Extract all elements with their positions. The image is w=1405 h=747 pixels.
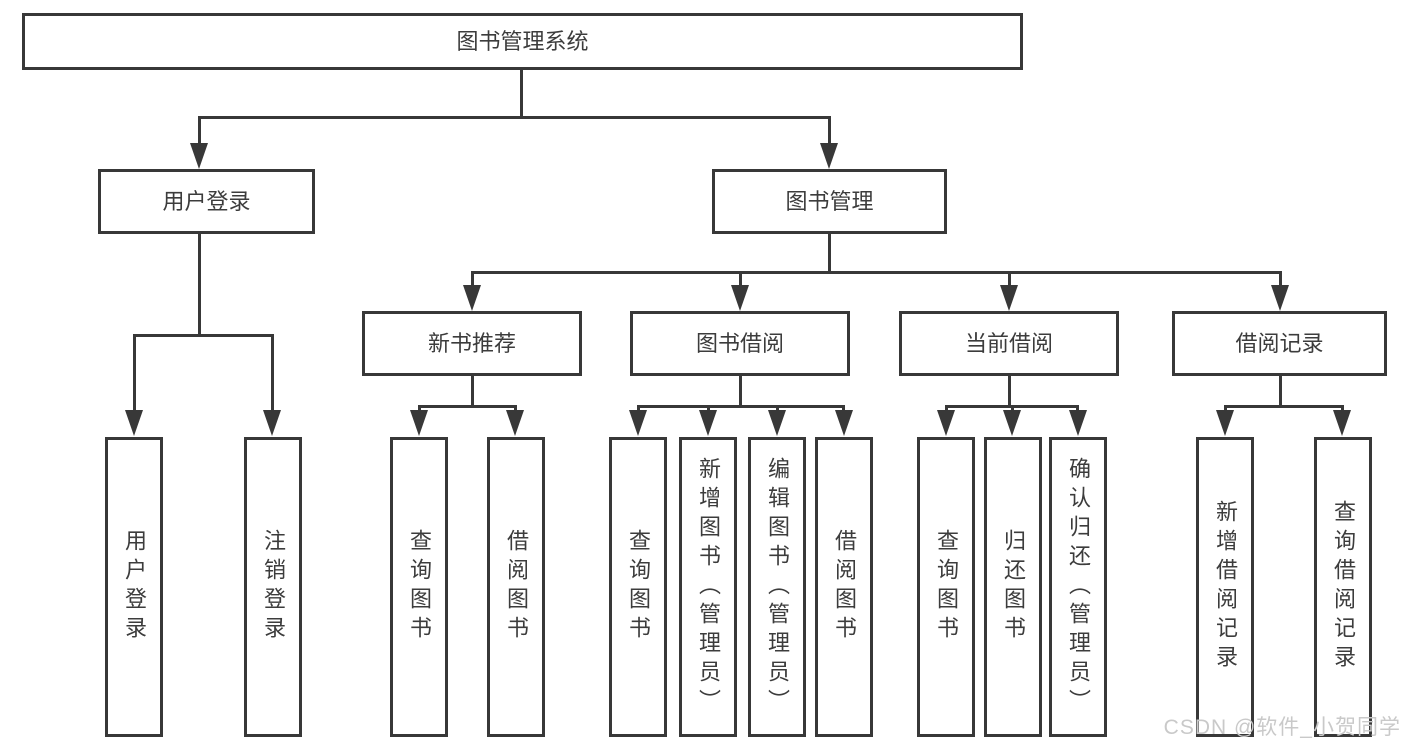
connector-line <box>637 405 640 413</box>
connector-line <box>471 271 1281 274</box>
arrow-down-icon <box>1000 285 1018 311</box>
connector-line <box>945 405 948 413</box>
node-leaf-logout: 注销登录 <box>244 437 302 737</box>
node-leaf-logout-label: 注销登录 <box>261 529 286 645</box>
connector-line <box>842 405 845 413</box>
node-leaf-recommend-query-books-label: 查询图书 <box>407 529 432 645</box>
arrow-down-icon <box>1333 410 1351 436</box>
node-book-borrowing-label: 图书借阅 <box>695 330 784 356</box>
connector-line <box>198 116 201 148</box>
arrow-down-icon <box>263 410 281 436</box>
node-leaf-confirm-return-admin-label: 确认归还（管理员） <box>1066 456 1091 718</box>
connector-line <box>637 405 845 408</box>
arrow-down-icon <box>125 410 143 436</box>
connector-line <box>418 405 421 413</box>
node-leaf-user-login-label: 用户登录 <box>122 529 147 645</box>
connector-line <box>1279 271 1282 289</box>
arrow-down-icon <box>463 285 481 311</box>
connector-line <box>828 116 831 148</box>
node-book-borrowing: 图书借阅 <box>630 311 850 376</box>
connector-line <box>776 405 779 413</box>
node-current-borrowing-label: 当前借阅 <box>964 330 1053 356</box>
connector-line <box>1279 376 1282 407</box>
node-leaf-current-query-books: 查询图书 <box>917 437 975 737</box>
node-leaf-edit-books-admin: 编辑图书（管理员） <box>748 437 806 737</box>
node-root: 图书管理系统 <box>22 13 1023 70</box>
node-leaf-add-books-admin-label: 新增图书（管理员） <box>696 456 721 718</box>
connector-line <box>514 405 517 413</box>
node-leaf-recommend-borrow-books: 借阅图书 <box>487 437 545 737</box>
arrow-down-icon <box>1216 410 1234 436</box>
node-borrow-records: 借阅记录 <box>1172 311 1387 376</box>
node-leaf-current-query-books-label: 查询图书 <box>934 529 959 645</box>
node-leaf-return-books: 归还图书 <box>984 437 1042 737</box>
node-book-management: 图书管理 <box>712 169 947 234</box>
connector-line <box>739 271 742 289</box>
node-leaf-return-books-label: 归还图书 <box>1001 529 1026 645</box>
arrow-down-icon <box>190 143 208 169</box>
arrow-down-icon <box>699 410 717 436</box>
node-current-borrowing: 当前借阅 <box>899 311 1119 376</box>
connector-line <box>707 405 710 413</box>
connector-line <box>198 116 830 119</box>
node-leaf-add-borrow-record: 新增借阅记录 <box>1196 437 1254 737</box>
node-new-book-recommend-label: 新书推荐 <box>427 330 516 356</box>
node-leaf-add-borrow-record-label: 新增借阅记录 <box>1213 500 1238 674</box>
node-leaf-borrowing-query-books: 查询图书 <box>609 437 667 737</box>
node-user-login: 用户登录 <box>98 169 315 234</box>
node-leaf-query-borrow-record: 查询借阅记录 <box>1314 437 1372 737</box>
connector-line <box>418 405 517 408</box>
connector-line <box>1011 405 1014 413</box>
connector-line <box>471 376 474 407</box>
connector-line <box>520 70 523 118</box>
node-root-label: 图书管理系统 <box>456 28 589 54</box>
arrow-down-icon <box>1003 410 1021 436</box>
connector-line <box>1341 405 1344 413</box>
node-new-book-recommend: 新书推荐 <box>362 311 582 376</box>
node-leaf-borrowing-borrow-books: 借阅图书 <box>815 437 873 737</box>
connector-line <box>1008 376 1011 407</box>
connector-line <box>198 234 201 336</box>
arrow-down-icon <box>835 410 853 436</box>
connector-line <box>1076 405 1079 413</box>
arrow-down-icon <box>1271 285 1289 311</box>
node-leaf-add-books-admin: 新增图书（管理员） <box>679 437 737 737</box>
arrow-down-icon <box>1069 410 1087 436</box>
node-leaf-user-login: 用户登录 <box>105 437 163 737</box>
arrow-down-icon <box>629 410 647 436</box>
connector-line <box>739 376 742 407</box>
connector-line <box>471 271 474 289</box>
connector-line <box>828 234 831 274</box>
arrow-down-icon <box>410 410 428 436</box>
node-borrow-records-label: 借阅记录 <box>1235 330 1324 356</box>
arrow-down-icon <box>820 143 838 169</box>
node-leaf-edit-books-admin-label: 编辑图书（管理员） <box>765 456 790 718</box>
connector-line <box>1008 271 1011 289</box>
connector-line <box>271 334 274 412</box>
connector-line <box>1224 405 1227 413</box>
arrow-down-icon <box>731 285 749 311</box>
arrow-down-icon <box>506 410 524 436</box>
connector-line <box>133 334 273 337</box>
node-leaf-query-borrow-record-label: 查询借阅记录 <box>1331 500 1356 674</box>
node-book-management-label: 图书管理 <box>785 188 874 214</box>
node-user-login-label: 用户登录 <box>162 188 251 214</box>
node-leaf-borrowing-borrow-books-label: 借阅图书 <box>832 529 857 645</box>
arrow-down-icon <box>937 410 955 436</box>
node-leaf-recommend-borrow-books-label: 借阅图书 <box>504 529 529 645</box>
connector-line <box>133 334 136 412</box>
csdn-watermark: CSDN @软件_小贺同学 <box>1163 716 1401 739</box>
arrow-down-icon <box>768 410 786 436</box>
connector-line <box>1224 405 1344 408</box>
node-leaf-confirm-return-admin: 确认归还（管理员） <box>1049 437 1107 737</box>
node-leaf-recommend-query-books: 查询图书 <box>390 437 448 737</box>
node-leaf-borrowing-query-books-label: 查询图书 <box>626 529 651 645</box>
